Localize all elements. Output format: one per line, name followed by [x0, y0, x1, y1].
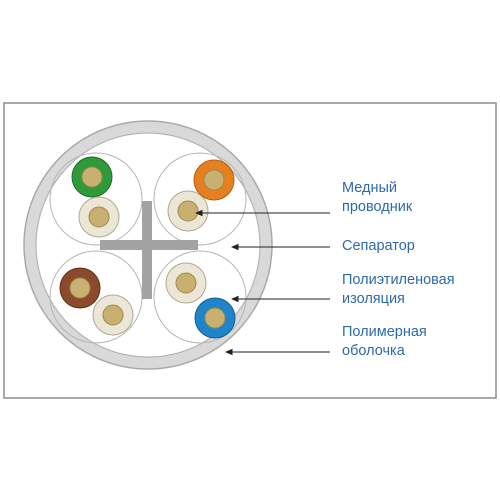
- label-polymer-jacket: Полимерная оболочка: [342, 323, 427, 361]
- cross-separator: [100, 201, 198, 299]
- label-copper-conductor: Медный проводник: [342, 179, 412, 217]
- wire-green: [71, 156, 113, 198]
- wire-blue-white: [165, 262, 207, 304]
- pair-blue: [153, 250, 247, 344]
- label-polymer-jacket-line2: оболочка: [342, 343, 405, 359]
- wire-orange-white: [167, 190, 209, 232]
- wire-green-white: [78, 196, 120, 238]
- pair-green: [49, 152, 143, 246]
- pair-orange: [153, 152, 247, 246]
- label-copper-conductor-line1: Медный: [342, 180, 397, 196]
- diagram-frame: [3, 102, 497, 399]
- label-separator: Сепаратор: [342, 237, 415, 256]
- label-polyethylene-insulation-line1: Полиэтиленовая: [342, 272, 455, 288]
- wire-brown: [59, 267, 101, 309]
- label-polymer-jacket-line1: Полимерная: [342, 324, 427, 340]
- label-copper-conductor-line2: проводник: [342, 199, 413, 215]
- wire-orange: [193, 159, 235, 201]
- wire-blue: [194, 297, 236, 339]
- label-polyethylene-insulation: Полиэтиленовая изоляция: [342, 271, 455, 309]
- wire-brown-white: [92, 294, 134, 336]
- label-separator-line1: Сепаратор: [342, 238, 415, 254]
- label-polyethylene-insulation-line2: изоляция: [342, 291, 405, 307]
